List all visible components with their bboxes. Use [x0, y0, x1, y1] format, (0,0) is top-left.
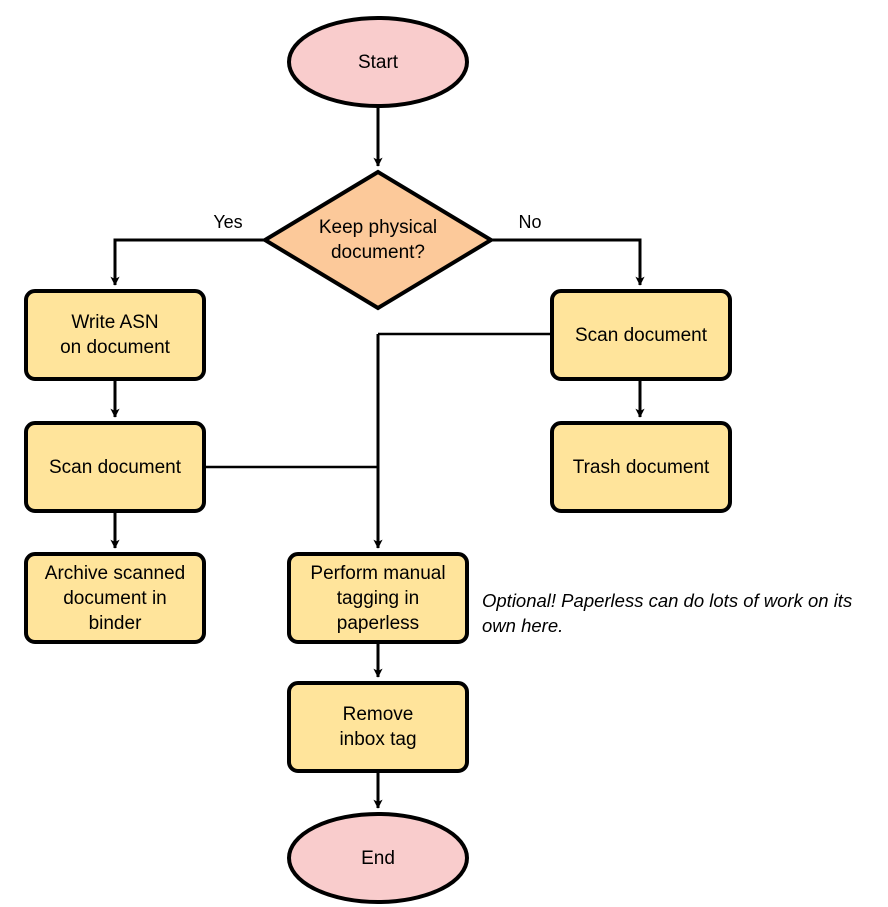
- edge-decision-no-to-scan-right: [491, 238, 645, 286]
- node-end-shape[interactable]: [287, 812, 469, 904]
- node-archive-scanned-document-in-binder-shape[interactable]: [24, 552, 206, 644]
- node-shape-layer: [24, 16, 732, 904]
- node-trash-document-shape[interactable]: [550, 421, 732, 513]
- node-keep-physical-document-shape[interactable]: [261, 169, 495, 311]
- node-write-asn-on-document-shape[interactable]: [24, 289, 206, 381]
- node-scan-document-left-shape[interactable]: [24, 421, 206, 513]
- node-start-shape[interactable]: [287, 16, 469, 108]
- node-scan-document-right-shape[interactable]: [550, 289, 732, 381]
- connector-layer: [110, 106, 645, 809]
- node-remove-inbox-tag-shape[interactable]: [287, 681, 469, 773]
- edge-decision-yes-to-write-asn: [110, 238, 265, 286]
- node-perform-manual-tagging-in-paperless-shape[interactable]: [287, 552, 469, 644]
